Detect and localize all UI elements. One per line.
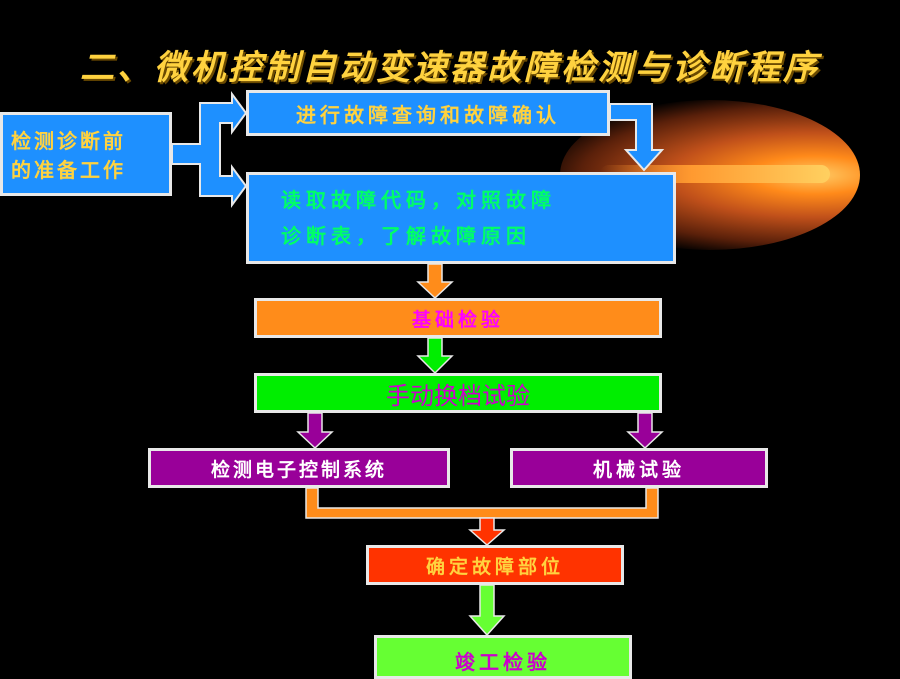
node-basic-inspection: 基础检验 xyxy=(254,298,662,338)
merge-connector xyxy=(305,487,659,519)
node-locate-fault: 确定故障部位 xyxy=(366,545,624,585)
node-electronic-control-check-label: 检测电子控制系统 xyxy=(210,458,387,481)
arrow-manual-to-mech xyxy=(626,412,664,450)
node-read-fault-codes-line-1: 读取故障代码，对照故障 xyxy=(281,188,556,212)
node-manual-shift-test-label: 手动换档试验 xyxy=(386,381,530,410)
node-final-inspection-label: 竣工检验 xyxy=(455,650,551,674)
arrow-merge-to-locate xyxy=(468,517,506,547)
arrow-read-to-basic xyxy=(416,263,454,300)
node-preparation-line-1: 检测诊断前 xyxy=(11,129,126,153)
arrow-manual-to-elec xyxy=(296,412,334,450)
fork-arrow-prep xyxy=(171,90,248,209)
node-final-inspection: 竣工检验 xyxy=(374,635,632,679)
node-manual-shift-test: 手动换档试验 xyxy=(254,373,662,413)
node-mechanical-test: 机械试验 xyxy=(510,448,768,488)
node-mechanical-test-label: 机械试验 xyxy=(592,458,685,481)
node-preparation-line-2: 的准备工作 xyxy=(11,158,126,182)
node-basic-inspection-label: 基础检验 xyxy=(411,308,504,331)
node-fault-query: 进行故障查询和故障确认 xyxy=(246,90,610,136)
arrow-basic-to-manual xyxy=(416,337,454,375)
node-read-fault-codes: 读取故障代码，对照故障 诊断表，了解故障原因 xyxy=(246,172,676,264)
node-fault-query-label: 进行故障查询和故障确认 xyxy=(296,102,560,127)
node-preparation: 检测诊断前 的准备工作 xyxy=(0,112,172,196)
node-locate-fault-label: 确定故障部位 xyxy=(425,555,564,578)
node-electronic-control-check: 检测电子控制系统 xyxy=(148,448,450,488)
arrow-locate-to-final xyxy=(468,584,506,637)
page-title: 二、微机控制自动变速器故障检测与诊断程序 xyxy=(80,48,820,88)
arrow-query-to-read xyxy=(609,103,665,172)
node-read-fault-codes-line-2: 诊断表，了解故障原因 xyxy=(281,224,531,248)
